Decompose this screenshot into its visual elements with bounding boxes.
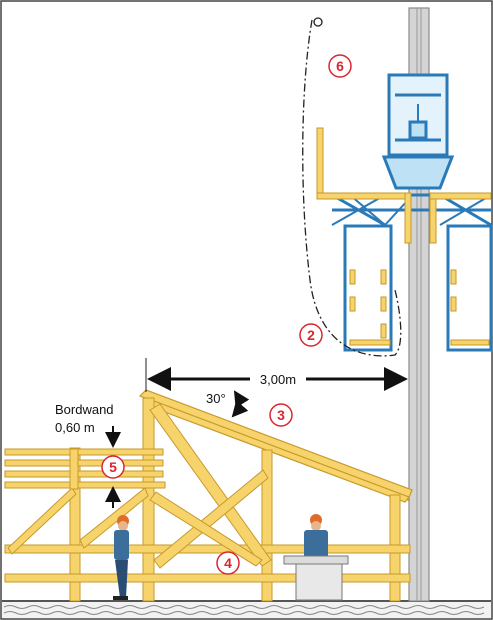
callout-6: 6 bbox=[328, 54, 352, 78]
svg-text:3: 3 bbox=[277, 407, 285, 423]
svg-text:2: 2 bbox=[307, 327, 315, 343]
callout-3: 3 bbox=[269, 403, 293, 427]
climbing-unit bbox=[331, 73, 493, 352]
distance-dimension bbox=[145, 358, 408, 392]
climbing-unit-timber bbox=[316, 127, 492, 346]
callout-4: 4 bbox=[216, 551, 240, 575]
svg-text:6: 6 bbox=[336, 58, 344, 74]
svg-text:4: 4 bbox=[224, 555, 232, 571]
ground bbox=[2, 600, 491, 618]
pivot-point bbox=[313, 17, 323, 27]
worker-left bbox=[113, 515, 129, 600]
swing-path bbox=[302, 19, 402, 357]
callout-5: 5 bbox=[101, 455, 125, 479]
angle-label: 30° bbox=[206, 391, 226, 406]
svg-text:5: 5 bbox=[109, 459, 117, 475]
bordwand bbox=[4, 448, 166, 490]
scaffold-frame bbox=[4, 397, 411, 602]
angle-arc bbox=[231, 390, 250, 418]
callout-2: 2 bbox=[299, 323, 323, 347]
workbench bbox=[283, 555, 349, 601]
distance-label: 3,00m bbox=[260, 372, 296, 387]
bordwand-height-label: 0,60 m bbox=[55, 420, 95, 435]
bordwand-label: Bordwand bbox=[55, 402, 114, 417]
